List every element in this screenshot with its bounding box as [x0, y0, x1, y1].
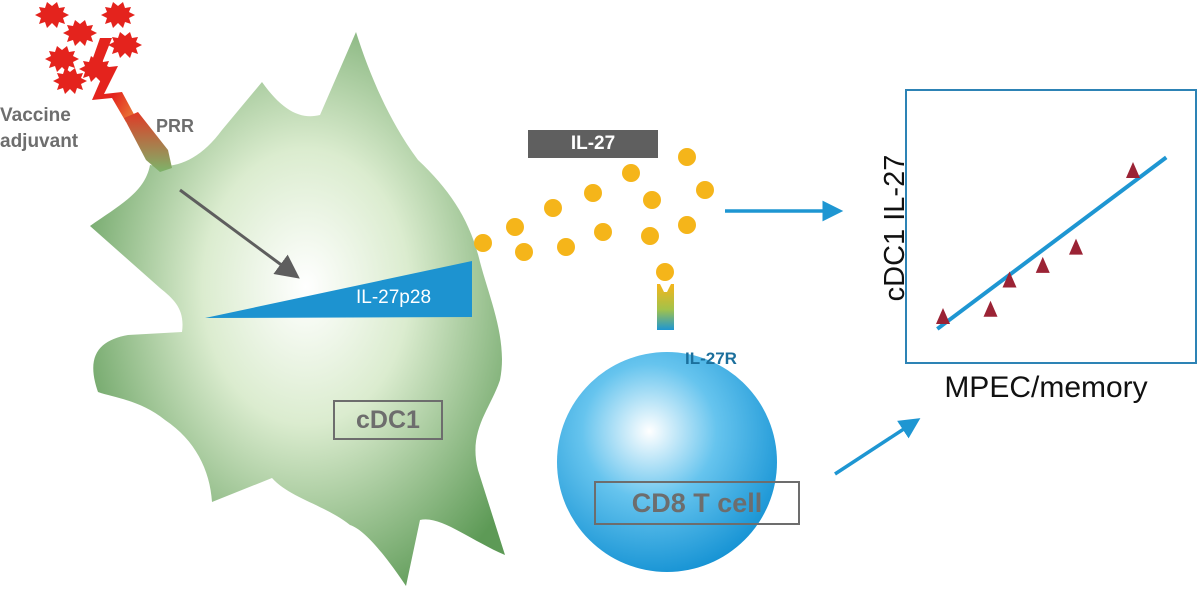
- data-point-marker: [1035, 256, 1050, 273]
- data-point-marker: [983, 300, 998, 317]
- il27p28-wedge: [205, 261, 472, 318]
- il27-cytokine-dots: [474, 148, 714, 281]
- data-point-marker: [1002, 271, 1017, 288]
- arrow-to-plot-bottom: [834, 418, 921, 476]
- signaling-arrow: [179, 188, 300, 279]
- cdc1-label: cDC1: [333, 400, 443, 440]
- il27r-receptor: [657, 284, 674, 330]
- il27p28-label: IL-27p28: [356, 287, 432, 308]
- correlation-plot: [905, 89, 1197, 364]
- data-point-marker: [1126, 162, 1140, 178]
- data-point-marker: [936, 308, 950, 324]
- cd8-t-cell-label: CD8 T cell: [594, 481, 800, 525]
- plot-trendline: [936, 155, 1168, 331]
- plot-x-axis-label: MPEC/memory: [944, 371, 1148, 404]
- il27-label: IL-27: [528, 130, 658, 158]
- vaccine-adjuvant-label: Vaccine adjuvant: [0, 105, 79, 152]
- data-point-marker: [1069, 238, 1083, 255]
- prr-label: PRR: [156, 116, 195, 136]
- prr-receptor: [124, 112, 172, 172]
- cd8-t-cell-body: [557, 352, 777, 572]
- vaccine-adjuvant-particles: [35, 2, 142, 94]
- adjuvant-lightning-bolt: [88, 38, 136, 122]
- plot-y-axis-label: cDC1 IL-27: [879, 154, 911, 302]
- il27r-label: IL-27R: [685, 349, 737, 368]
